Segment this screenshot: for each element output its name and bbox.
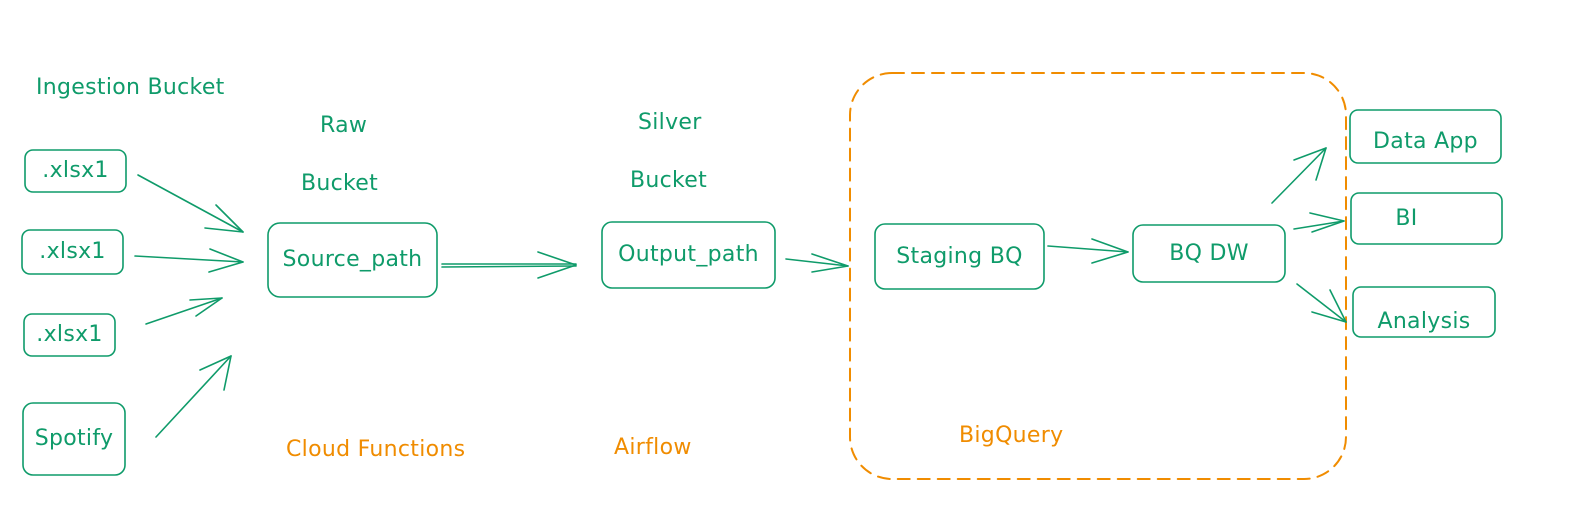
arrow-dw-to-analysis — [1296, 283, 1347, 323]
consumer-label: Data App — [1373, 128, 1478, 154]
silver-bucket-label: Bucket — [630, 168, 708, 193]
arrow-source-path-to-output-path — [441, 251, 577, 279]
staging-bq-box — [874, 223, 1045, 290]
arrow-dw-to-bi — [1293, 212, 1345, 233]
data-app-box — [1349, 109, 1502, 164]
consumer-label: Analysis — [1377, 309, 1471, 334]
arrow-source-2 — [134, 248, 244, 273]
arrow-source-1 — [137, 174, 244, 233]
airflow-label: Airflow — [614, 435, 692, 460]
output-path-box — [601, 221, 776, 289]
staging-bq-label: Staging BQ — [896, 243, 1023, 269]
raw-bucket-label: Bucket — [301, 171, 379, 196]
arrow-dw-to-data-app — [1271, 147, 1327, 204]
source-node-3: .xlsx1 — [24, 314, 115, 356]
analysis-box — [1352, 286, 1496, 338]
source-path-label: Source_path — [282, 247, 423, 272]
bq-dw-box — [1132, 224, 1286, 283]
bi-node: BI — [1351, 193, 1502, 244]
source-node-1: .xlsx1 — [25, 150, 126, 192]
source-box-4 — [22, 402, 126, 476]
source-box-1 — [24, 149, 127, 193]
data-app-node: Data App — [1350, 110, 1501, 163]
arrow-staging-to-dw — [1047, 238, 1129, 264]
output-path-label: Output_path — [618, 242, 759, 267]
raw-label: Raw — [320, 113, 368, 138]
bigquery-container — [849, 72, 1347, 480]
cloud-functions-label: Cloud Functions — [286, 437, 466, 462]
source-node-spotify: Spotify — [23, 403, 125, 475]
arrow-source-4 — [155, 355, 232, 438]
bq-dw-node: BQ DW — [1133, 225, 1285, 282]
arrow-source-3 — [145, 297, 223, 325]
output-path-node: Output_path — [602, 222, 775, 288]
source-box-2 — [21, 229, 124, 275]
source-box-3 — [23, 313, 116, 357]
silver-label: Silver — [638, 110, 702, 135]
source-path-node: Source_path — [268, 223, 437, 297]
arrow-output-path-to-staging — [785, 253, 849, 273]
source-label: .xlsx1 — [36, 322, 103, 347]
staging-bq-node: Staging BQ — [875, 224, 1044, 289]
consumer-label: BI — [1395, 205, 1418, 231]
ingestion-bucket-label: Ingestion Bucket — [36, 75, 225, 100]
source-label: .xlsx1 — [42, 158, 109, 183]
source-label: Spotify — [34, 426, 114, 451]
source-path-box — [267, 222, 438, 298]
analysis-node: Analysis — [1353, 287, 1495, 337]
bq-dw-label: BQ DW — [1169, 240, 1249, 266]
bigquery-label: BigQuery — [959, 423, 1064, 448]
source-node-2: .xlsx1 — [22, 230, 123, 274]
bi-box — [1350, 192, 1503, 245]
source-label: .xlsx1 — [39, 239, 106, 264]
